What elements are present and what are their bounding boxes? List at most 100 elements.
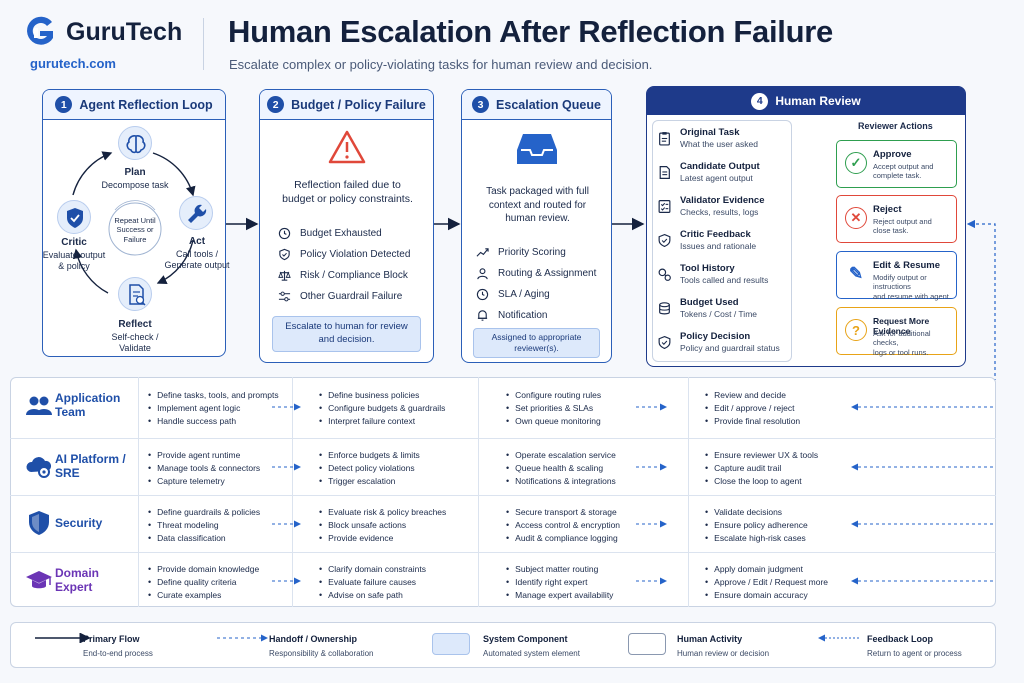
list-item: Policy Violation Detected bbox=[278, 244, 410, 265]
legend-feedback-swatch bbox=[818, 634, 859, 642]
stage-2-header: 2 Budget / Policy Failure bbox=[260, 90, 433, 120]
reflection-cycle-arrows bbox=[72, 151, 196, 294]
stage-number: 2 bbox=[267, 96, 285, 113]
shield-check-icon bbox=[57, 200, 91, 234]
list-item: Other Guardrail Failure bbox=[278, 286, 410, 307]
legend-system-component: System Component bbox=[483, 634, 568, 644]
clipboard-icon bbox=[659, 132, 670, 146]
shield-icon bbox=[279, 248, 290, 261]
queue-features-list: Priority Scoring Routing & Assignment SL… bbox=[476, 242, 596, 326]
checklist-icon bbox=[658, 200, 671, 213]
brand: GuruTech bbox=[22, 14, 182, 50]
brand-url[interactable]: gurutech.com bbox=[30, 56, 116, 71]
lane-divider bbox=[138, 377, 139, 607]
page-title: Human Escalation After Reflection Failur… bbox=[228, 14, 833, 49]
lane-col-1: Provide domain knowledgeDefine quality c… bbox=[148, 562, 259, 601]
stage-title: Escalation Queue bbox=[496, 97, 601, 112]
handoff-arrows bbox=[272, 403, 993, 585]
warning-icon bbox=[328, 130, 366, 164]
legend-feedback-loop: Feedback Loop bbox=[867, 634, 934, 644]
stage-3-header: 3 Escalation Queue bbox=[462, 90, 611, 120]
gurutech-logo-icon bbox=[27, 16, 53, 45]
stage-4-header: 4 Human Review bbox=[647, 87, 965, 115]
lane-col-3: Secure transport & storageAccess control… bbox=[506, 505, 620, 544]
stage-number: 4 bbox=[751, 92, 769, 110]
scale-icon bbox=[278, 270, 291, 281]
list-item: Priority Scoring bbox=[476, 242, 596, 263]
sliders-icon bbox=[278, 291, 291, 302]
legend-primary-flow: Primary Flow bbox=[83, 634, 140, 644]
trend-icon bbox=[476, 248, 489, 257]
legend-human-activity: Human Activity bbox=[677, 634, 743, 644]
lane-col-2: Clarify domain constraintsEvaluate failu… bbox=[319, 562, 426, 601]
lane-col-4: Review and decideEdit / approve / reject… bbox=[705, 388, 800, 427]
lane-col-4: Ensure reviewer UX & toolsCapture audit … bbox=[705, 448, 818, 487]
wrench-icon bbox=[179, 196, 213, 230]
lane-col-4: Apply domain judgmentApprove / Edit / Re… bbox=[705, 562, 828, 601]
bell-icon bbox=[477, 310, 488, 321]
edit-icon: ✎ bbox=[848, 264, 864, 283]
lane-col-3: Operate escalation serviceQueue health &… bbox=[506, 448, 616, 487]
legend-human-activity-desc: Human review or decision bbox=[677, 649, 770, 658]
coins-icon bbox=[659, 302, 670, 315]
legend-primary-flow-desc: End-to-end process bbox=[83, 649, 153, 658]
lane-col-2: Define business policiesConfigure budget… bbox=[319, 388, 445, 427]
tools-icon bbox=[658, 268, 671, 281]
legend-human-swatch bbox=[628, 633, 666, 655]
document-check-icon bbox=[118, 277, 152, 311]
lane-col-3: Subject matter routingIdentify right exp… bbox=[506, 562, 613, 601]
stage-title: Human Review bbox=[775, 94, 861, 108]
lane-divider bbox=[478, 377, 479, 607]
legend-system-component-desc: Automated system element bbox=[483, 649, 580, 658]
lane-divider bbox=[292, 377, 293, 607]
reviewer-actions-title: Reviewer Actions bbox=[858, 121, 933, 131]
action-title: Reject bbox=[873, 204, 902, 215]
lane-col-2: Enforce budgets & limitsDetect policy vi… bbox=[319, 448, 420, 487]
action-title: Approve bbox=[873, 149, 912, 160]
stage-number: 3 bbox=[472, 96, 490, 113]
stage-budget-policy-failure: 2 Budget / Policy Failure Reflection fai… bbox=[259, 89, 434, 363]
team-icon bbox=[26, 396, 52, 415]
brain-icon bbox=[118, 126, 152, 160]
question-icon: ? bbox=[845, 319, 867, 341]
clock-icon bbox=[278, 227, 291, 240]
page-subtitle: Escalate complex or policy-violating tas… bbox=[229, 57, 653, 72]
shield-icon bbox=[29, 511, 49, 535]
lane-security: Security Define guardrails & policiesThr… bbox=[10, 495, 996, 552]
action-description: Ask for additional checks,logs or tool r… bbox=[873, 329, 931, 357]
action-edit-resume[interactable]: ✎ Edit & Resume Modify output or instruc… bbox=[836, 251, 957, 301]
shield-icon bbox=[658, 335, 671, 350]
action-title: Edit & Resume bbox=[873, 260, 941, 271]
lane-divider bbox=[688, 377, 689, 607]
legend-handoff-swatch bbox=[217, 634, 268, 642]
cloud-gear-icon bbox=[26, 457, 52, 478]
stage-title: Agent Reflection Loop bbox=[79, 97, 213, 112]
lane-col-1: Define tasks, tools, and promptsImplemen… bbox=[148, 388, 278, 427]
legend-primary-flow-swatch bbox=[35, 633, 91, 643]
action-request-evidence[interactable]: ? Request More Evidence Ask for addition… bbox=[836, 307, 957, 357]
failure-types-list: Budget Exhausted Policy Violation Detect… bbox=[278, 223, 410, 307]
lane-name: Security bbox=[55, 516, 103, 530]
graduation-cap-icon bbox=[26, 571, 52, 589]
document-icon bbox=[659, 166, 670, 179]
